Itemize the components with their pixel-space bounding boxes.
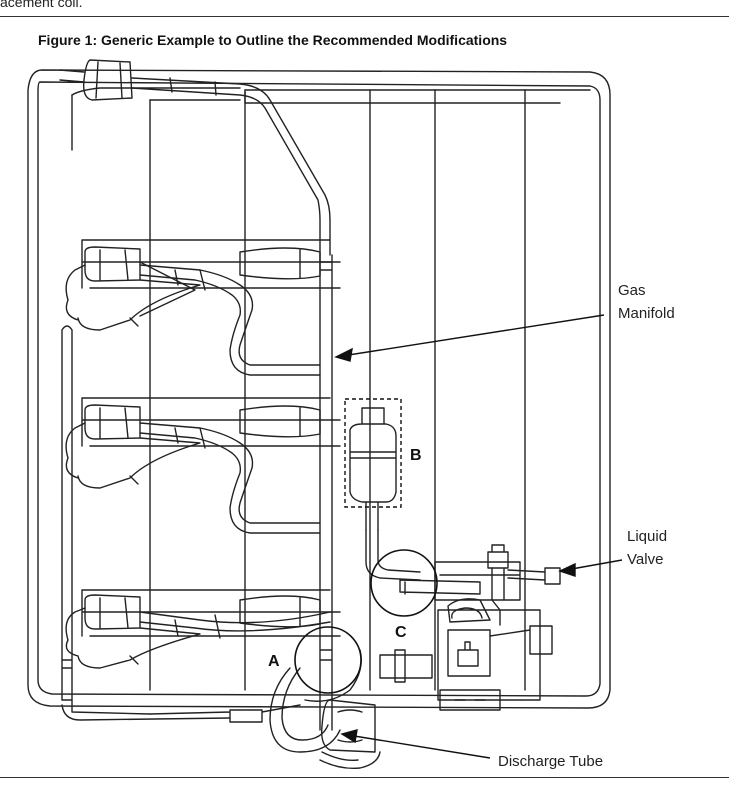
top-distributor — [82, 59, 133, 101]
service-valve — [437, 598, 541, 701]
top-divider — [0, 16, 729, 17]
left-header-tube — [61, 325, 73, 701]
coil-outer-outline — [27, 69, 611, 709]
gas-manifold-arrowhead — [334, 347, 353, 362]
callout-circle-c — [370, 549, 438, 617]
bottom-divider — [0, 777, 729, 778]
discharge-tube-arrowhead — [340, 729, 358, 744]
discharge-tube-coil — [269, 667, 341, 753]
liquid-valve-body — [434, 561, 521, 601]
coil-slab-lines — [71, 89, 526, 691]
coil-inner-outline — [37, 81, 601, 697]
filter-drier — [349, 407, 397, 531]
discharge-tube-label: Discharge Tube — [498, 753, 603, 770]
liquid-valve-cap — [487, 544, 509, 569]
callout-box-b — [344, 398, 402, 508]
gas-manifold-tube — [319, 254, 333, 731]
liquid-valve-label-2: Valve — [627, 551, 663, 568]
gas-manifold-label-1: Gas — [618, 282, 646, 299]
distributor-2 — [84, 404, 141, 440]
gas-manifold-label-2: Manifold — [618, 305, 675, 322]
header-fragment: acement coil. — [0, 0, 83, 10]
liquid-valve-arrowhead — [558, 562, 576, 577]
callout-label-b: B — [410, 447, 422, 464]
distributor-1 — [84, 246, 141, 282]
figure-title: Figure 1: Generic Example to Outline the… — [38, 32, 508, 48]
coil-diagram: Gas Manifold Liquid Valve Discharge Tube… — [27, 59, 675, 770]
liquid-valve-label-1: Liquid — [627, 528, 667, 545]
callout-label-c: C — [395, 624, 407, 641]
callout-circle-a — [294, 626, 362, 694]
callout-label-a: A — [268, 653, 280, 670]
